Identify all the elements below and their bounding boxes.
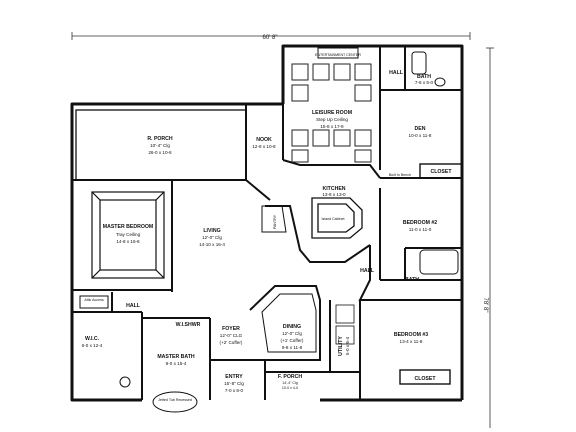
kitchen-name: KITCHEN [322, 186, 345, 192]
front-porch-size: 10-0 x 4-0 [282, 386, 298, 390]
bedroom-3-size: 13-4 x 11-8 [400, 339, 423, 344]
den-name: DEN [415, 126, 426, 132]
foyer-name: FOYER [222, 326, 240, 332]
closet-1-name: CLOSET [430, 169, 452, 175]
leisure-ceiling-grid [291, 63, 372, 163]
pantry-label: PANTRY [273, 214, 277, 229]
dining-coffer [261, 293, 317, 353]
dining-coffer-text: (+1' Coffer) [281, 338, 304, 343]
interior-walls [72, 46, 463, 400]
entertainment-center-label: ENTERTAINMENT CENTER [315, 53, 361, 57]
living-name: LIVING [203, 228, 220, 234]
bedroom-3-name: BEDROOM #3 [394, 332, 428, 338]
wlshwr-name: W.I.SHWR [176, 322, 201, 328]
dining-ceiling: 12'-0" Clg [282, 331, 302, 336]
master-bath-name: MASTER BATH [157, 354, 195, 360]
width-dimension: 60' 8" [263, 35, 278, 41]
foyer-coffer: (+2' Coffer) [220, 340, 243, 345]
bath-1-name: BATH [417, 74, 431, 80]
entry-name: ENTRY [225, 374, 243, 380]
dining-size: 9-8 x 11-8 [282, 345, 303, 350]
entry-ceiling: 15'-8" Clg [224, 381, 244, 386]
rear-porch-name: R. PORCH [147, 136, 173, 142]
foyer-ceiling: 12'-0" CLG [220, 333, 243, 338]
room-labels: LEISURE ROOM Step Up Ceiling 15-8 x 17-9… [82, 53, 453, 402]
hall-2-name: HALL [360, 268, 375, 274]
master-bath-size: 9-0 x 15-4 [166, 361, 187, 366]
master-bedroom-ceiling: Tray Ceiling [116, 232, 141, 237]
entry-size: 7-0 x 8-0 [225, 388, 244, 393]
bedroom-2-name: BEDROOM #2 [403, 220, 437, 226]
front-porch-ceiling: 14'-4" Clg [282, 381, 298, 385]
kitchen-size: 13-8 x 13-0 [322, 192, 346, 197]
depth-dimension: 78' 8" [482, 298, 488, 313]
wic-size: 6-0 x 12-4 [82, 343, 103, 348]
utility-fixtures [335, 304, 355, 345]
closet-2-name: CLOSET [414, 376, 436, 382]
hall-1-name: HALL [389, 70, 404, 76]
leisure-room-size: 15-8 x 17-9 [320, 124, 344, 129]
living-ceiling: 12'-0" Clg [202, 235, 222, 240]
den-size: 10-0 x 11-8 [409, 133, 432, 138]
kitchen-island [311, 197, 363, 239]
built-in-bench-label: Built In Bench [389, 173, 411, 177]
dimension-lines [71, 32, 494, 428]
exterior-walls [70, 44, 464, 402]
jetted-tub-label: Jetted Tub Recessed [158, 398, 192, 402]
bedroom-2-size: 11-0 x 11-0 [409, 227, 432, 232]
leisure-room-ceiling: Step Up Ceiling [316, 117, 348, 122]
wic-name: W.I.C. [85, 336, 100, 342]
entertainment-center [317, 47, 359, 59]
front-porch-name: F. PORCH [278, 374, 302, 380]
master-bedroom-size: 14-8 x 16-8 [116, 239, 140, 244]
attic-access-label: Attic Access [84, 298, 104, 302]
tray-ceiling [91, 191, 165, 279]
leisure-room-name: LEISURE ROOM [312, 110, 352, 116]
nook-size: 12-8 x 10-8 [252, 144, 276, 149]
bath-fixtures [79, 51, 459, 413]
utility-name: UTILITY [338, 336, 344, 356]
rear-porch-ceiling: 10'-4" Clg [150, 143, 170, 148]
island-cabinet-label: Island Cabinet [322, 217, 345, 221]
bath-2-name: BATH [405, 277, 419, 283]
dining-name: DINING [283, 324, 301, 330]
hall-3-name: HALL [126, 303, 141, 309]
utility-size: 5-0 x 6-4 [345, 336, 350, 355]
nook-name: NOOK [256, 137, 272, 143]
bath-1-size: 7-6 x 5-0 [415, 80, 434, 85]
rear-porch-size: 26-0 x 10-8 [148, 150, 172, 155]
pantry [261, 205, 287, 233]
master-bedroom-name: MASTER BEDROOM [103, 224, 153, 230]
living-size: 14-10 x 16-4 [199, 242, 225, 247]
